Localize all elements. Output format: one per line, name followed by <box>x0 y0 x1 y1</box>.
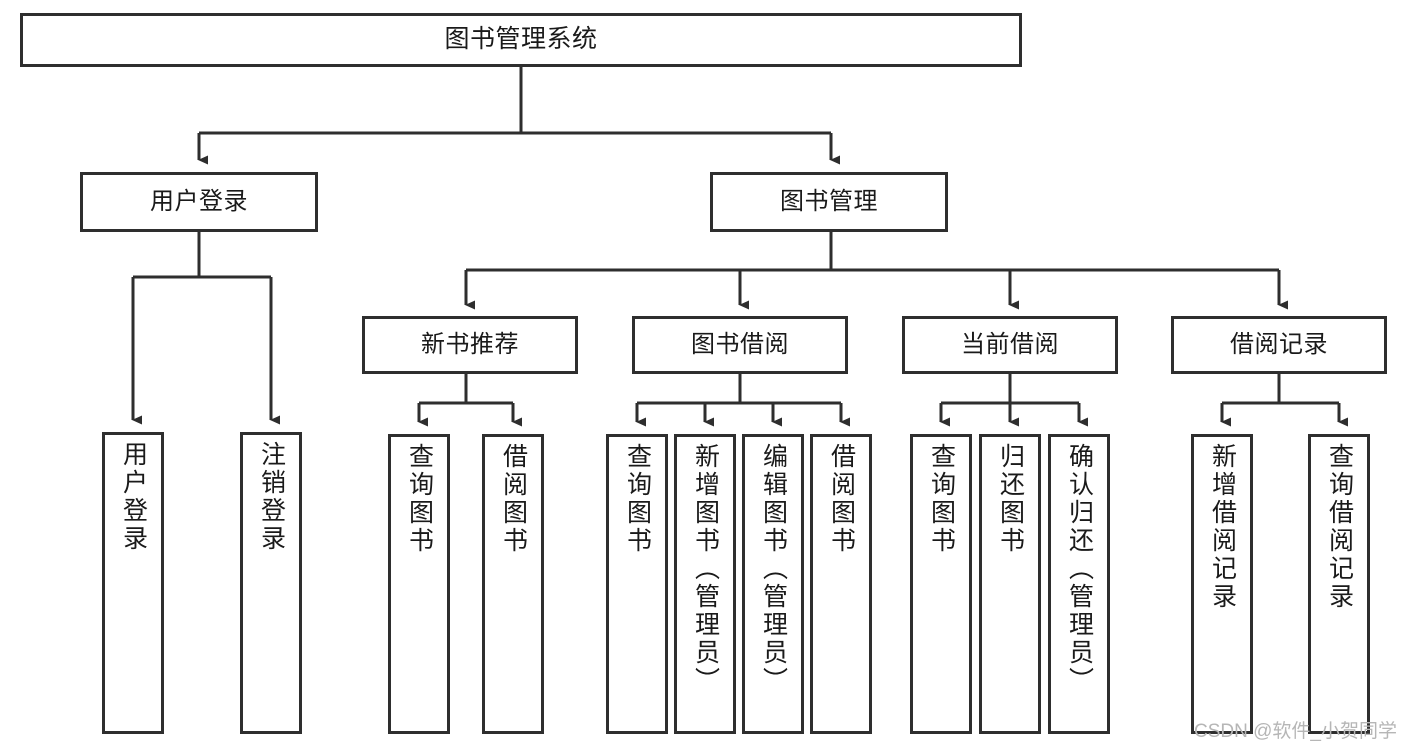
leaf-user-login-logout[interactable]: 注销登录 <box>240 432 302 734</box>
leaf-current-borrow-query[interactable]: 查询图书 <box>910 434 972 734</box>
leaf-current-borrow-query-label: 查询图书 <box>927 443 956 555</box>
leaf-new-book-query-label: 查询图书 <box>405 443 434 555</box>
csdn-watermark: CSDN @软件_小贺同学 <box>1194 721 1397 742</box>
leaf-current-borrow-confirm-label: 确认归还（管理员） <box>1065 443 1094 695</box>
leaf-book-borrow-add-label: 新增图书（管理员） <box>691 443 720 695</box>
node-book-borrow[interactable]: 图书借阅 <box>632 316 848 374</box>
node-book-management[interactable]: 图书管理 <box>710 172 948 232</box>
leaf-new-book-borrow-label: 借阅图书 <box>499 443 528 555</box>
leaf-book-borrow-borrow-label: 借阅图书 <box>827 443 856 555</box>
leaf-book-borrow-query[interactable]: 查询图书 <box>606 434 668 734</box>
node-new-book-recommend-label: 新书推荐 <box>421 330 519 358</box>
leaf-book-borrow-add[interactable]: 新增图书（管理员） <box>674 434 736 734</box>
leaf-user-login-login[interactable]: 用户登录 <box>102 432 164 734</box>
node-root-system[interactable]: 图书管理系统 <box>20 13 1022 67</box>
node-current-borrow[interactable]: 当前借阅 <box>902 316 1118 374</box>
leaf-book-borrow-edit[interactable]: 编辑图书（管理员） <box>742 434 804 734</box>
node-new-book-recommend[interactable]: 新书推荐 <box>362 316 578 374</box>
leaf-borrow-record-add-label: 新增借阅记录 <box>1208 443 1237 611</box>
node-borrow-record-label: 借阅记录 <box>1230 330 1328 358</box>
leaf-book-borrow-query-label: 查询图书 <box>623 443 652 555</box>
node-book-borrow-label: 图书借阅 <box>691 330 789 358</box>
leaf-current-borrow-return[interactable]: 归还图书 <box>979 434 1041 734</box>
leaf-current-borrow-confirm[interactable]: 确认归还（管理员） <box>1048 434 1110 734</box>
leaf-current-borrow-return-label: 归还图书 <box>996 443 1025 555</box>
leaf-new-book-query[interactable]: 查询图书 <box>388 434 450 734</box>
node-root-system-label: 图书管理系统 <box>444 25 598 54</box>
leaf-book-borrow-borrow[interactable]: 借阅图书 <box>810 434 872 734</box>
node-borrow-record[interactable]: 借阅记录 <box>1171 316 1387 374</box>
leaf-user-login-logout-label: 注销登录 <box>257 441 286 553</box>
leaf-borrow-record-query[interactable]: 查询借阅记录 <box>1308 434 1370 734</box>
leaf-user-login-login-label: 用户登录 <box>119 441 148 553</box>
node-book-management-label: 图书管理 <box>780 187 878 215</box>
leaf-borrow-record-query-label: 查询借阅记录 <box>1325 443 1354 611</box>
leaf-borrow-record-add[interactable]: 新增借阅记录 <box>1191 434 1253 734</box>
node-user-login-label: 用户登录 <box>150 187 248 215</box>
node-user-login[interactable]: 用户登录 <box>80 172 318 232</box>
leaf-book-borrow-edit-label: 编辑图书（管理员） <box>759 443 788 695</box>
node-current-borrow-label: 当前借阅 <box>961 330 1059 358</box>
leaf-new-book-borrow[interactable]: 借阅图书 <box>482 434 544 734</box>
